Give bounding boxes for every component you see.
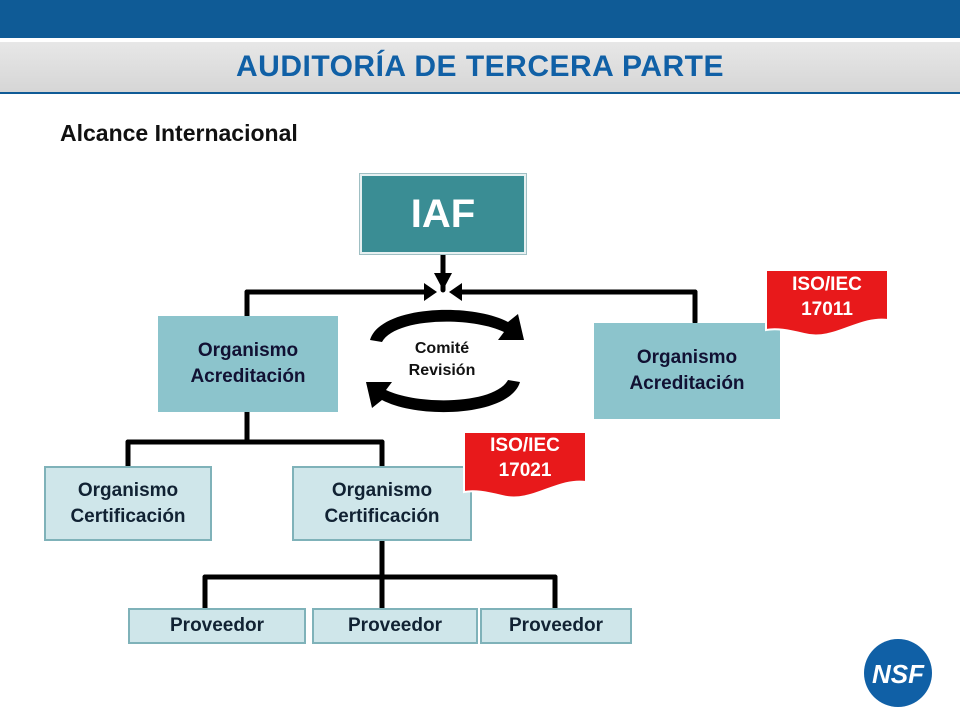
nsf-logo-text: NSF xyxy=(872,659,925,689)
iso-17021-tag: ISO/IEC 17021 xyxy=(462,434,588,483)
tag-17011-line2: 17011 xyxy=(801,298,853,320)
acc-left-line1: Organismo xyxy=(197,340,299,362)
cert-left-line1: Organismo xyxy=(77,479,179,501)
tag-17021-line1: ISO/IEC xyxy=(490,435,560,456)
cert-right-line1: Organismo xyxy=(331,479,433,501)
iso-17011-tag: ISO/IEC 17011 xyxy=(764,273,890,322)
tag-17011-line1: ISO/IEC xyxy=(792,274,862,295)
iaf-box: IAF xyxy=(360,174,526,254)
review-cycle-icon xyxy=(366,309,524,413)
iso-17011-tag-shape xyxy=(765,269,889,337)
cert-right-line2: Certificación xyxy=(324,505,440,527)
proveedor-box-2: Proveedor xyxy=(312,608,478,644)
acc-left-line2: Acreditación xyxy=(190,366,306,387)
comite-revision-label: Comité Revisión xyxy=(392,338,492,381)
comite-line1: Comité xyxy=(414,340,470,357)
acreditacion-right-box: Organismo Acreditación xyxy=(594,323,780,419)
cert-left-line2: Certificación xyxy=(70,505,186,527)
arrowhead-down xyxy=(434,273,452,290)
page-title: AUDITORÍA DE TERCERA PARTE xyxy=(235,50,725,83)
comite-line2: Revisión xyxy=(408,361,476,379)
nsf-logo: NSF xyxy=(864,639,932,707)
tag-17021-line2: 17021 xyxy=(498,459,552,481)
certificacion-left-box: Organismo Certificación xyxy=(44,466,212,541)
acc-right-line1: Organismo xyxy=(636,347,738,369)
proveedor-box-1: Proveedor xyxy=(128,608,306,644)
arrowhead-left xyxy=(424,283,437,301)
subtitle: Alcance Internacional xyxy=(60,120,298,146)
acreditacion-left-box: Organismo Acreditación xyxy=(158,316,338,412)
proveedor-box-3: Proveedor xyxy=(480,608,632,644)
title-bar: AUDITORÍA DE TERCERA PARTE xyxy=(0,42,960,94)
arrowhead-right xyxy=(449,283,462,301)
top-banner xyxy=(0,0,960,38)
certificacion-right-box: Organismo Certificación xyxy=(292,466,472,541)
iso-17021-tag-shape xyxy=(463,431,587,499)
acc-right-line2: Acreditación xyxy=(629,373,745,394)
